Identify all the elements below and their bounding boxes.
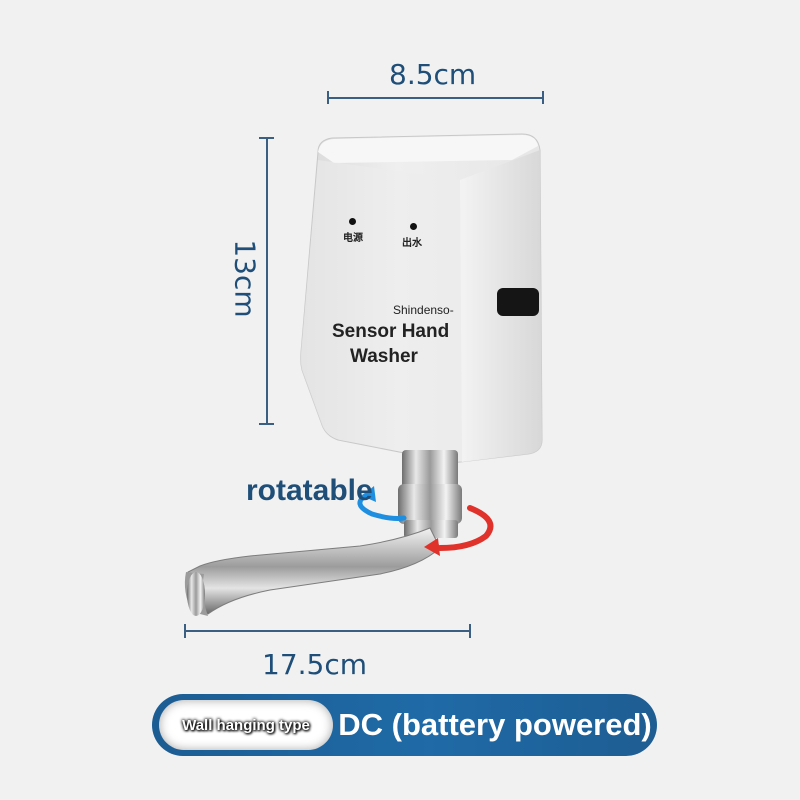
sensor-window — [497, 288, 539, 316]
width-dimension-tick-right — [542, 91, 544, 104]
rotation-arrows — [357, 486, 494, 556]
power-indicator-dot — [349, 218, 356, 225]
width-dimension-label: 8.5cm — [389, 58, 477, 91]
water-indicator-dot — [410, 223, 417, 230]
width-dimension-tick-left — [327, 91, 329, 104]
banner-pill — [159, 700, 333, 750]
length-dimension-tick-left — [184, 624, 186, 638]
product-name-line1: Sensor Hand — [332, 321, 450, 342]
width-dimension-line — [328, 97, 543, 99]
power-indicator-label: 电源 — [343, 233, 363, 244]
height-dimension-tick-bottom — [259, 423, 274, 425]
brand-label: Shindenso- — [393, 303, 454, 317]
water-indicator-label: 出水 — [402, 238, 422, 249]
wall-hanging-label: Wall hanging type — [182, 716, 310, 734]
faucet-spout — [184, 527, 441, 616]
height-dimension-line — [266, 138, 268, 424]
height-dimension-tick-top — [259, 137, 274, 139]
rotatable-label: rotatable — [246, 474, 373, 507]
length-dimension-tick-right — [469, 624, 471, 638]
height-dimension-label: 13cm — [228, 239, 262, 318]
length-dimension-line — [185, 630, 470, 632]
product-name-line2: Washer — [350, 346, 418, 367]
length-dimension-label: 17.5cm — [262, 648, 368, 681]
faucet-stem — [398, 450, 462, 538]
power-type-label: DC (battery powered) — [338, 707, 652, 742]
